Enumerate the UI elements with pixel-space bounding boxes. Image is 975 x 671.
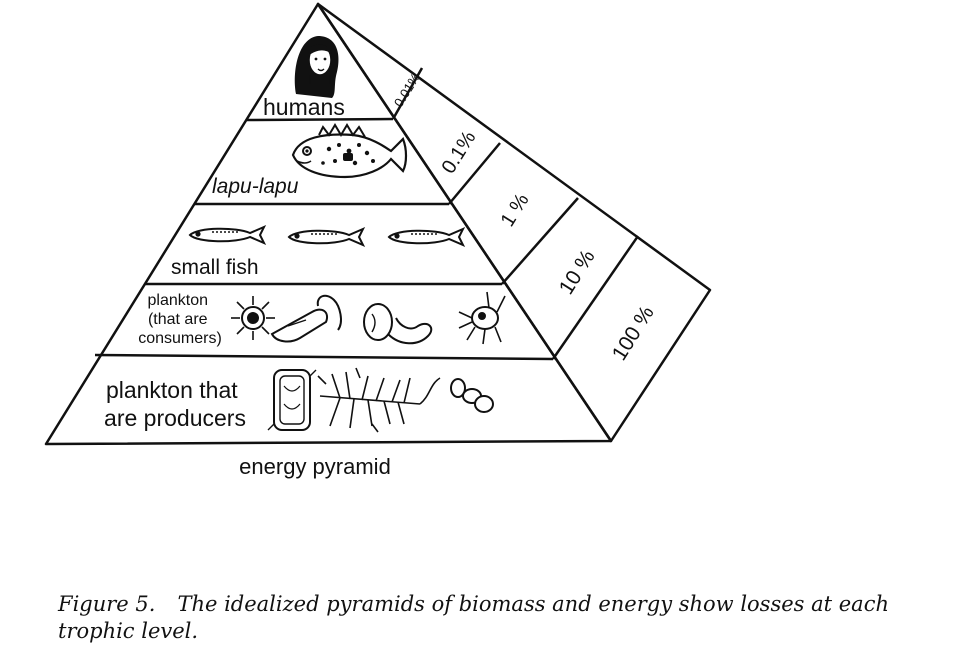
percent-label-humans: 0.01%	[391, 70, 423, 110]
tier-dividers	[94, 67, 640, 361]
percent-label-lapu-lapu: 0.1%	[438, 127, 481, 178]
zooplankton-icon	[231, 291, 506, 345]
figure-caption: Figure 5.The idealized pyramids of bioma…	[58, 591, 948, 645]
pyramid-outline	[44, 2, 712, 446]
level-label-plankton-producers: plankton that are producers	[104, 377, 246, 431]
caption-text: The idealized pyramids of biomass and en…	[58, 592, 889, 643]
figure-number: Figure 5.	[58, 592, 156, 616]
grouper-fish-icon	[291, 123, 408, 179]
level-label-small-fish: small fish	[171, 256, 259, 279]
small-fish-icon	[188, 225, 466, 247]
phytoplankton-icon	[267, 367, 494, 433]
percent-label-small-fish: 1 %	[497, 190, 534, 231]
level-label-lapu-lapu: lapu-lapu	[212, 175, 299, 198]
level-label-humans: humans	[263, 94, 345, 120]
percent-label-plankton-consumers: 10 %	[555, 246, 600, 299]
percent-label-plankton-producers: 100 %	[608, 302, 659, 365]
diagram-title: energy pyramid	[239, 454, 391, 479]
level-label-plankton-consumers: plankton (that are consumers)	[138, 292, 222, 347]
human-head-icon	[294, 36, 339, 98]
